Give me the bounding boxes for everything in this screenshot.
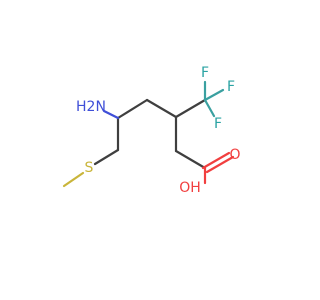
molecule-diagram: F F F O OH H2N S bbox=[62, 65, 241, 196]
bond-c5-f-right bbox=[203, 88, 225, 102]
bond-c4-c5 bbox=[174, 98, 207, 119]
bond-c5-f-lower bbox=[203, 98, 216, 118]
bond-c7-o-double-a bbox=[201, 151, 231, 170]
bond-c3-c4 bbox=[145, 98, 178, 119]
fluorine-label-right: F bbox=[227, 79, 235, 95]
oxygen-carbonyl-label: O bbox=[229, 147, 240, 163]
amine-label: H2N bbox=[76, 99, 106, 115]
bond-c6-c7 bbox=[174, 149, 207, 170]
hydroxyl-label: OH bbox=[179, 180, 201, 196]
bond-c2-n bbox=[102, 109, 120, 120]
bond-c1-s-segment bbox=[93, 148, 120, 166]
chemical-structure-canvas: F F F O OH H2N S bbox=[62, 65, 241, 196]
bond-c2-c3 bbox=[116, 98, 149, 120]
fluorine-label-lower: F bbox=[214, 116, 222, 132]
bond-c7-o-double-b bbox=[205, 155, 235, 174]
sulfur-label: S bbox=[85, 160, 94, 176]
fluorine-label-top: F bbox=[201, 65, 209, 81]
bond-s-methyl bbox=[62, 171, 85, 188]
